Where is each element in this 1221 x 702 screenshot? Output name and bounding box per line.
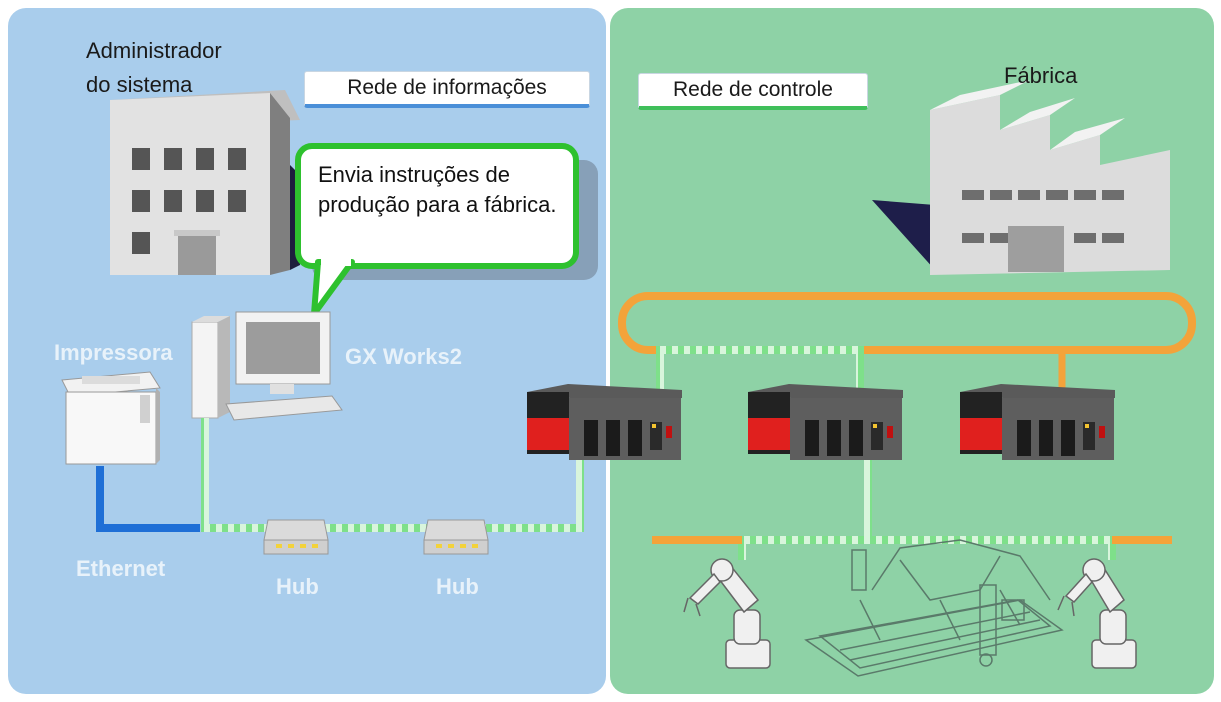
- speech-bubble: [295, 143, 598, 317]
- pc-label: GX Works2: [345, 344, 462, 369]
- factory-building-icon: [872, 80, 1170, 275]
- hub-1-icon: [263, 519, 329, 555]
- admin-building-icon: [110, 90, 300, 275]
- hub-1-label: Hub: [276, 574, 319, 599]
- control-network-tag: Rede de controle: [638, 73, 868, 110]
- plc-2-icon: [748, 384, 903, 460]
- car-chassis-icon: [804, 539, 1064, 677]
- bubble-text: Envia instruções de produção para a fábr…: [318, 162, 557, 217]
- hub-2-label: Hub: [436, 574, 479, 599]
- admin-label: Administrador do sistema: [86, 38, 222, 97]
- ethernet-cable: [96, 466, 200, 532]
- info-network-line: [201, 418, 584, 532]
- factory-label: Fábrica: [1004, 63, 1078, 88]
- printer-icon: [61, 371, 161, 465]
- robot-arm-left-icon: [683, 558, 771, 669]
- control-ring-network: [618, 292, 1196, 354]
- computer-icon: [191, 311, 343, 421]
- hub-2-icon: [423, 519, 489, 555]
- printer-label: Impressora: [54, 340, 173, 365]
- plc-3-icon: [960, 384, 1115, 460]
- plc-1-icon: [527, 384, 682, 460]
- ethernet-label: Ethernet: [76, 556, 166, 581]
- robot-arm-right-icon: [1057, 558, 1137, 669]
- info-network-tag: Rede de informações: [304, 71, 590, 108]
